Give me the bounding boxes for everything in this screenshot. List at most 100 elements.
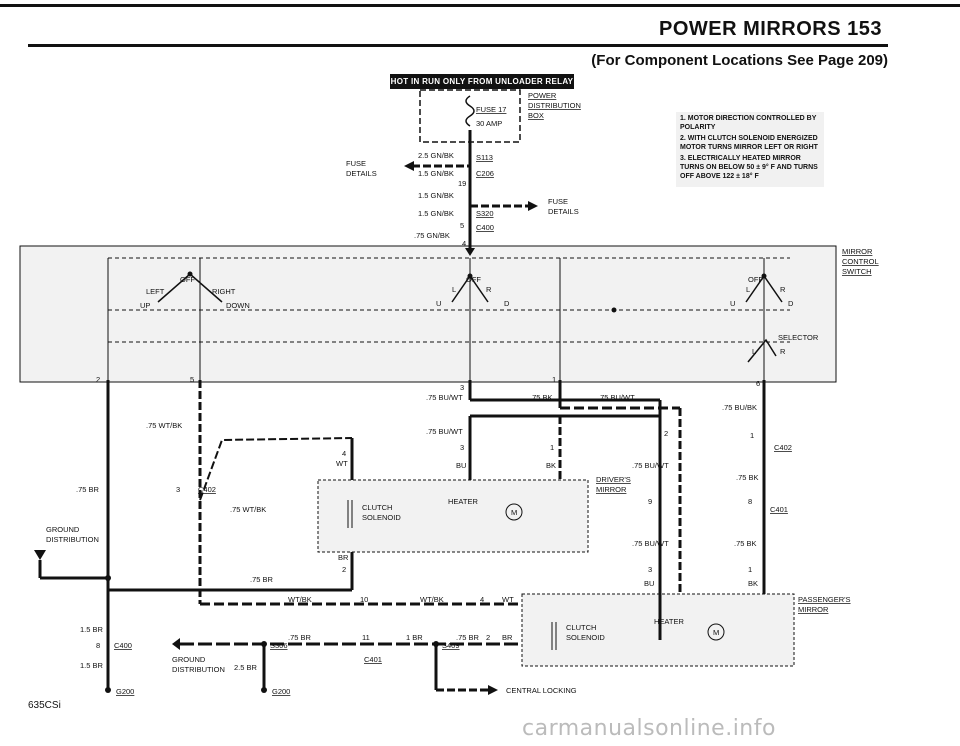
pin-label: 3	[176, 485, 180, 494]
connector-label: C402	[774, 443, 792, 452]
ground-label: DISTRIBUTION	[172, 665, 225, 674]
switch-node	[467, 273, 473, 279]
connector-label: C402	[198, 485, 216, 494]
wire-label: WT/BK	[420, 595, 444, 604]
switch-pos: L	[452, 285, 456, 294]
clutch-label: CLUTCH	[362, 503, 392, 512]
pin-label: 2	[486, 633, 490, 642]
switch-pos: D	[788, 299, 794, 308]
switch-title: MIRROR	[842, 247, 873, 256]
pin-label: 4	[462, 239, 466, 248]
ground-g200	[261, 687, 267, 693]
switch-pos: DOWN	[226, 301, 250, 310]
switch-pos: R	[780, 347, 786, 356]
switch-pos: OFF	[180, 275, 195, 284]
wire-color: BK	[546, 461, 556, 470]
ground-label: G200	[116, 687, 134, 696]
switch-pos: UP	[140, 301, 150, 310]
driver-motor-icon	[505, 503, 523, 521]
wire-color: WT	[502, 595, 514, 604]
wire-label: .75 BK	[734, 539, 757, 548]
pin-label: 8	[96, 641, 100, 650]
connector-label: C401	[364, 655, 382, 664]
wire-color: BK	[748, 579, 758, 588]
wire-color: WT	[336, 459, 348, 468]
fuse-details-label: DETAILS	[548, 207, 579, 216]
splice-label: S306	[270, 641, 288, 650]
connector-label: C400	[114, 641, 132, 650]
terminal: 6	[756, 379, 760, 388]
switch-pos: L	[752, 347, 756, 356]
wire-label: WT/BK	[288, 595, 312, 604]
wire-label: .75 BR	[456, 633, 480, 642]
wire-label: 1.5 GN/BK	[418, 169, 454, 178]
pin-label: 4	[480, 595, 484, 604]
switch-node	[611, 307, 617, 313]
fuse-details-left-arrow	[404, 161, 414, 171]
switch-title: CONTROL	[842, 257, 879, 266]
wire-label: .75 BR	[288, 633, 312, 642]
fuse-symbol	[465, 95, 475, 127]
pin-label: 1	[748, 565, 752, 574]
fuse-details-label: DETAILS	[346, 169, 377, 178]
connector-label: C206	[476, 169, 494, 178]
connector-label: C400	[476, 223, 494, 232]
pin-label: 8	[748, 497, 752, 506]
switch-pos: RIGHT	[212, 287, 236, 296]
wire-label: .75 BK	[736, 473, 759, 482]
wire-label: 2.5 BR	[234, 663, 258, 672]
switch-pos: R	[486, 285, 492, 294]
fuse-label: FUSE 17	[476, 105, 506, 114]
switch-pos: L	[746, 285, 750, 294]
switch-title: SWITCH	[842, 267, 872, 276]
pin-label: 9	[648, 497, 652, 506]
wire-label: .75 BU/WT	[632, 461, 669, 470]
wire-label: 1.5 GN/BK	[418, 209, 454, 218]
terminal: 5	[190, 375, 194, 384]
wire-label: 1.5 BR	[80, 661, 104, 670]
note-1: 1. MOTOR DIRECTION CONTROLLED BY POLARIT…	[680, 115, 817, 131]
ground-label: GROUND	[172, 655, 206, 664]
heater-label: HEATER	[448, 497, 478, 506]
passenger-mirror-label: PASSENGER'S	[798, 595, 851, 604]
splice-label: S113	[476, 153, 493, 162]
splice-label: S409	[442, 641, 460, 650]
note-3: 3. ELECTRICALLY HEATED MIRROR TURNS ON B…	[680, 155, 818, 180]
pin-label: 1	[550, 443, 554, 452]
passenger-mirror-label: MIRROR	[798, 605, 829, 614]
switch-pos: OFF	[466, 275, 481, 284]
wire-label: .75 BU/WT	[598, 393, 635, 402]
wire-label: .75 BU/WT	[632, 539, 669, 548]
pin-label: 2	[664, 429, 668, 438]
drivers-mirror-label: MIRROR	[596, 485, 627, 494]
model-label: 635CSi	[28, 700, 61, 711]
wire-color: BR	[502, 633, 513, 642]
dist-title-2: DISTRIBUTION	[528, 101, 581, 110]
notes-box: 1. MOTOR DIRECTION CONTROLLED BY POLARIT…	[676, 112, 824, 188]
splice	[105, 575, 111, 581]
passenger-mirror-box	[521, 593, 795, 667]
top-rule	[0, 4, 960, 7]
wire-label: .75 BU/BK	[722, 403, 757, 412]
motor-label: M	[713, 628, 719, 637]
wire-color: BU	[456, 461, 466, 470]
connector-label: C401	[770, 505, 788, 514]
fuse-details-label: FUSE	[346, 159, 366, 168]
dist-title-1: POWER	[528, 91, 557, 100]
switch-pos: R	[780, 285, 786, 294]
central-locking-label: CENTRAL LOCKING	[506, 686, 577, 695]
terminal: 2	[96, 375, 100, 384]
header-rule	[28, 44, 888, 47]
ground-dist-arrow-2	[172, 638, 180, 650]
driver-mirror-box	[317, 479, 589, 553]
note-2: 2. WITH CLUTCH SOLENOID ENERGIZED MOTOR …	[680, 135, 818, 151]
switch-pos: OFF	[748, 275, 763, 284]
wire-label: .75 BU/WT	[426, 393, 463, 402]
clutch-label: SOLENOID	[362, 513, 401, 522]
pin-label: 1	[750, 431, 754, 440]
heater-label: HEATER	[654, 617, 684, 626]
wire-label: .75 BU/WT	[426, 427, 463, 436]
ground-dist-arrow	[34, 550, 46, 560]
